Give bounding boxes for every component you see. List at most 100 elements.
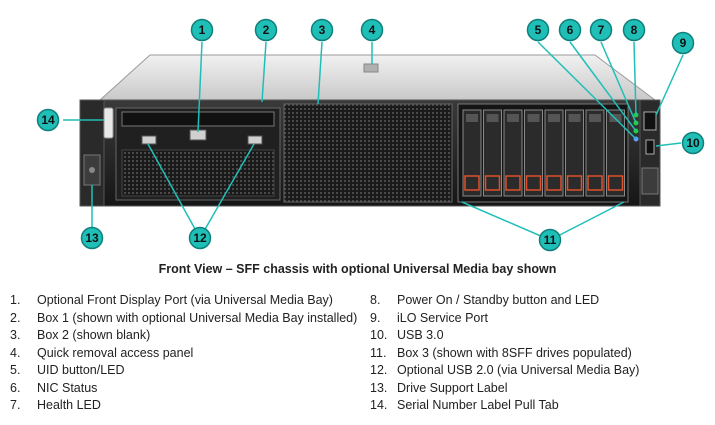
legend-right-column: 8.Power On / Standby button and LED 9. iL… xyxy=(370,292,639,415)
callout-number: 13 xyxy=(85,231,99,245)
legend-item: 11. Box 3 (shown with 8SFF drives populat… xyxy=(370,345,639,363)
legend-text: Box 3 (shown with 8SFF drives populated) xyxy=(397,345,632,360)
leader-3 xyxy=(317,41,323,105)
legend-number: 14. xyxy=(370,398,388,412)
drive-release-latch[interactable] xyxy=(587,175,603,191)
callout-number: 8 xyxy=(631,23,638,37)
drive-bay[interactable] xyxy=(544,109,564,197)
drive-release-latch[interactable] xyxy=(566,175,583,191)
legend-text: Quick removal access panel xyxy=(37,345,194,360)
legend-number: 5. xyxy=(10,363,21,377)
callout-badge xyxy=(254,18,278,42)
legend-text: Optional Front Display Port (via Univers… xyxy=(37,293,333,307)
leader-6 xyxy=(569,41,637,132)
callout-number: 14 xyxy=(41,113,55,127)
leader-12a xyxy=(147,143,201,239)
drive-bay[interactable] xyxy=(606,109,625,197)
usb3-port[interactable] xyxy=(645,139,655,155)
drive-release-latch[interactable] xyxy=(546,175,562,191)
legend-item: 7. Health LED xyxy=(10,397,357,415)
callout-number: 2 xyxy=(263,23,270,37)
callout-badge xyxy=(558,18,582,42)
drive-led-window xyxy=(507,114,519,122)
drive-release-latch[interactable] xyxy=(464,175,480,191)
leader-11b xyxy=(549,201,625,241)
legend-text: Power On / Standby button and LED xyxy=(397,293,600,307)
callout-number: 4 xyxy=(369,23,376,37)
legend-number: 3. xyxy=(10,328,21,342)
legend-text: Box 1 (shown with optional Universal Med… xyxy=(37,310,358,325)
figure-caption: Front View – SFF chassis with optional U… xyxy=(158,262,557,276)
box2-blank xyxy=(283,103,453,203)
legend-number: 7. xyxy=(10,398,21,412)
legend-item: 6. NIC Status xyxy=(10,380,357,398)
leader-11a xyxy=(461,201,551,241)
box1-vent xyxy=(121,149,275,197)
legend-number: 6. xyxy=(10,380,21,395)
usb2-port-left[interactable] xyxy=(141,135,157,145)
legend-number: 4. xyxy=(10,345,21,360)
drive-bay[interactable] xyxy=(503,109,523,197)
callout-number: 6 xyxy=(567,23,574,37)
drive-release-latch[interactable] xyxy=(484,175,501,191)
usb2-port-right[interactable] xyxy=(247,135,263,145)
callout-badge xyxy=(589,18,613,42)
callout-badge xyxy=(622,18,646,42)
leader-12b xyxy=(199,143,255,239)
legend-number: 2. xyxy=(10,310,21,325)
legend-left-column: 1.Optional Front Display Port (via Unive… xyxy=(10,292,357,415)
callout-badge xyxy=(671,31,695,55)
drive-led-window xyxy=(486,114,499,122)
callout-number: 10 xyxy=(686,136,700,150)
legend-number: 10. xyxy=(370,328,388,342)
legend-text: iLO Service Port xyxy=(397,310,489,325)
leader-2 xyxy=(261,41,267,103)
callout-badge xyxy=(310,18,334,42)
drive-bay[interactable] xyxy=(462,109,482,197)
legend-item: 1.Optional Front Display Port (via Unive… xyxy=(10,292,357,310)
drive-led-window xyxy=(527,114,540,122)
callout-number: 3 xyxy=(319,23,326,37)
callout-badge xyxy=(360,18,384,42)
callout-number: 7 xyxy=(598,23,605,37)
chassis-top-cover xyxy=(98,54,657,101)
callout-number: 1 xyxy=(199,23,206,37)
leader-1 xyxy=(197,41,203,133)
legend-item: 3. Box 2 (shown blank) xyxy=(10,327,357,345)
legend-text: Health LED xyxy=(37,398,101,412)
legend-text: USB 3.0 xyxy=(397,328,444,342)
drive-release-latch[interactable] xyxy=(525,175,542,191)
drive-bay[interactable] xyxy=(524,109,543,197)
callout-badge xyxy=(80,226,104,250)
legend-item: 14.Serial Number Label Pull Tab xyxy=(370,397,639,415)
drive-bay[interactable] xyxy=(483,109,502,197)
legend-item: 5. UID button/LED xyxy=(10,362,357,380)
drive-release-latch[interactable] xyxy=(505,175,521,191)
drive-led-window xyxy=(548,114,560,122)
leader-7 xyxy=(600,41,637,124)
leader-8 xyxy=(633,41,637,116)
legend-number: 12. xyxy=(370,363,388,377)
legend-number: 9. xyxy=(370,310,381,325)
legend-item: 4. Quick removal access panel xyxy=(10,345,357,363)
ilo-service-port[interactable] xyxy=(643,111,657,131)
legend-item: 8.Power On / Standby button and LED xyxy=(370,292,639,310)
drive-bay[interactable] xyxy=(585,109,605,197)
callout-badge xyxy=(188,226,212,250)
callout-badge xyxy=(681,131,705,155)
leader-9 xyxy=(655,54,684,116)
legend-item: 9. iLO Service Port xyxy=(370,310,639,328)
legend-text: Box 2 (shown blank) xyxy=(37,328,151,342)
callout-badge xyxy=(538,228,562,252)
callout-badge xyxy=(36,108,60,132)
drive-bay[interactable] xyxy=(565,109,584,197)
callout-number: 9 xyxy=(680,36,687,50)
callout-number: 12 xyxy=(193,231,207,245)
legend-text: UID button/LED xyxy=(37,363,125,377)
legend-number: 11. xyxy=(370,345,387,360)
legend-text: NIC Status xyxy=(37,380,98,395)
drive-release-latch[interactable] xyxy=(607,175,624,191)
legend-item: 12.Optional USB 2.0 (via Universal Media… xyxy=(370,362,639,380)
callout-badge xyxy=(190,18,214,42)
